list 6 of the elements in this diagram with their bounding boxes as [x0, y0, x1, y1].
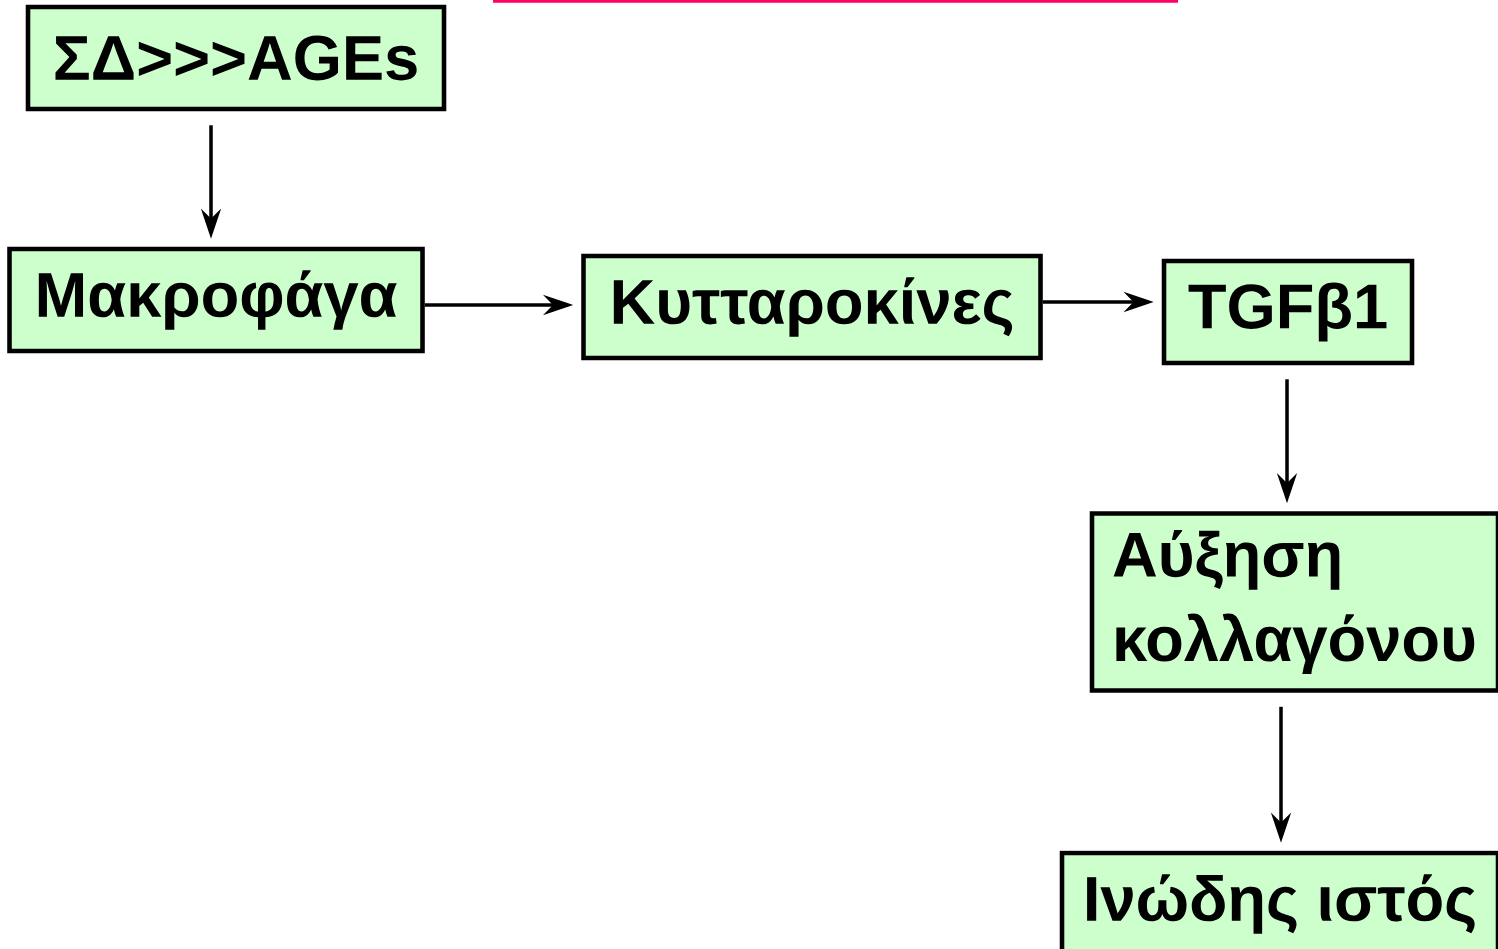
process-box: Ινώδης ιστός [1059, 850, 1498, 949]
process-box: Κυτταροκίνες [581, 253, 1043, 361]
process-box: Αύξηση κολλαγόνου [1089, 511, 1498, 693]
process-box: Μακροφάγα [7, 246, 425, 354]
process-box: ΣΔ>>>AGEs [25, 4, 447, 112]
process-box: TGFβ1 [1161, 258, 1415, 366]
